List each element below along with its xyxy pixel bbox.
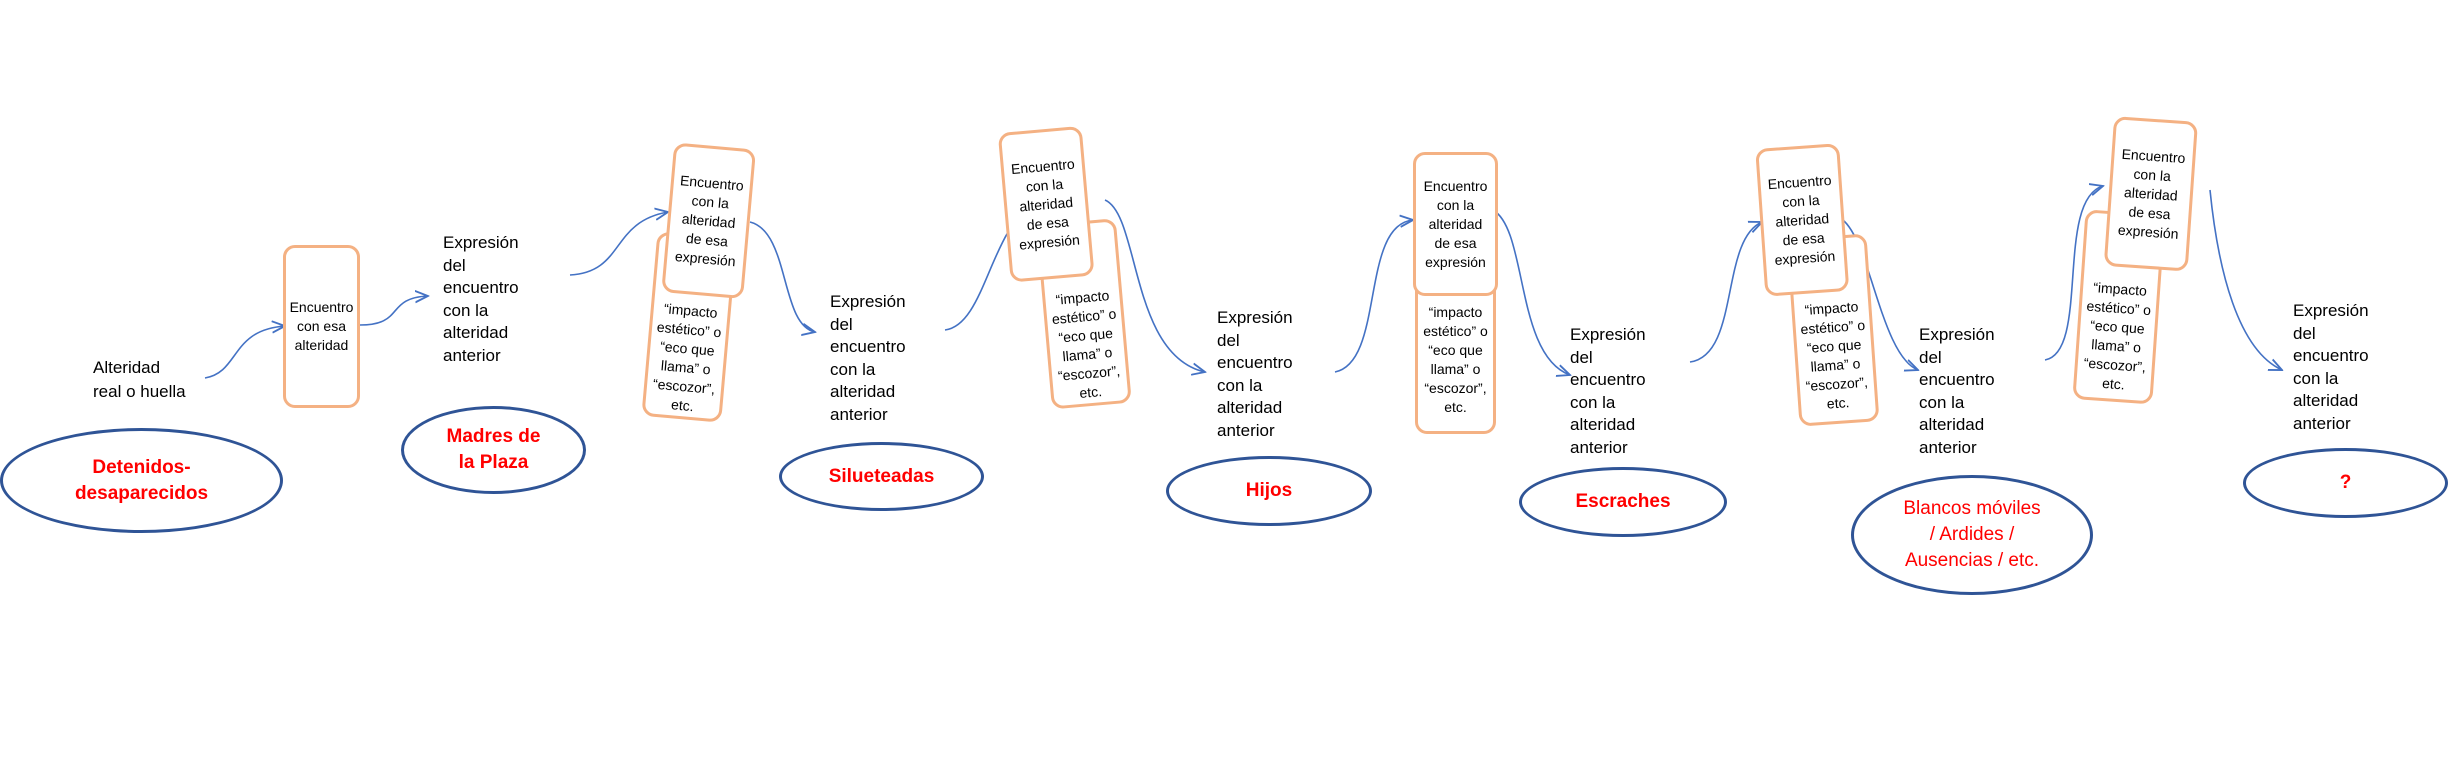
arrow-2 xyxy=(359,296,428,326)
arrow-6 xyxy=(1104,199,1205,372)
ellipse-blancos-moviles: Blancos móviles / Ardides / Ausencias / … xyxy=(1851,475,2093,595)
encounter-box-1: Encuentro con la alteridad de esa expres… xyxy=(661,142,757,300)
encounter-stack-3: “impacto estético” o “eco que llama” o “… xyxy=(1413,152,1498,435)
encounter-stack-4: “impacto estético” o “eco que llama” o “… xyxy=(1753,142,1883,434)
first-encounter-label: Encuentro con esa alteridad xyxy=(289,299,354,353)
ellipse-hijos: Hijos xyxy=(1166,456,1372,526)
arrow-9 xyxy=(1689,222,1762,363)
expression-label-4: Expresión del encuentro con la alteridad… xyxy=(1570,325,1646,457)
arrow-8 xyxy=(1492,209,1570,375)
encounter-label-2: Encuentro con la alteridad de esa expres… xyxy=(1010,155,1081,253)
ellipse-escraches: Escraches xyxy=(1519,467,1727,537)
impact-label-2: “impacto estético” o “eco que llama” o “… xyxy=(1051,287,1121,402)
encounter-box-4: Encuentro con la alteridad de esa expres… xyxy=(1755,143,1850,297)
arrow-12 xyxy=(2044,186,2103,361)
encounter-label-4: Encuentro con la alteridad de esa expres… xyxy=(1767,171,1836,268)
arrow-10 xyxy=(1839,217,1918,370)
encounter-box-3: Encuentro con la alteridad de esa expres… xyxy=(1413,152,1498,296)
ellipse-silueteadas: Silueteadas xyxy=(779,442,984,511)
encounter-box-5: Encuentro con la alteridad de esa expres… xyxy=(2103,116,2198,272)
ellipse-detenidos-desaparecidos: Detenidos- desaparecidos xyxy=(0,428,283,533)
start-label: Alteridad real o huella xyxy=(93,358,186,401)
arrow-4 xyxy=(749,221,815,332)
ellipse-madres-de-la-plaza: Madres de la Plaza xyxy=(401,406,586,494)
encounter-stack-5: “impacto estético” o “eco que llama” o “… xyxy=(2070,114,2202,411)
encounter-label-5: Encuentro con la alteridad de esa expres… xyxy=(2117,145,2186,242)
arrow-3 xyxy=(569,212,668,276)
expression-label-3: Expresión del encuentro con la alteridad… xyxy=(1217,308,1293,440)
expression-label-2: Expresión del encuentro con la alteridad… xyxy=(830,292,906,424)
arrow-13 xyxy=(2209,189,2282,370)
encounter-box-2: Encuentro con la alteridad de esa expres… xyxy=(997,125,1095,283)
expression-label-5: Expresión del encuentro con la alteridad… xyxy=(1919,325,1995,457)
arrow-7 xyxy=(1334,220,1413,373)
expression-label-1: Expresión del encuentro con la alteridad… xyxy=(443,233,519,365)
ellipse-question: ? xyxy=(2243,448,2448,518)
expression-label-6: Expresión del encuentro con la alteridad… xyxy=(2293,301,2369,433)
arrow-1 xyxy=(204,326,285,379)
impact-label-4: “impacto estético” o “eco que llama” o “… xyxy=(1800,298,1869,412)
impact-label-5: “impacto estético” o “eco que llama” o “… xyxy=(2083,279,2152,393)
first-encounter-box: Encuentro con esa alteridad xyxy=(283,245,360,408)
impact-label-1: “impacto estético” o “eco que llama” o “… xyxy=(652,300,722,415)
encounter-label-3: Encuentro con la alteridad de esa expres… xyxy=(1423,177,1488,270)
impact-label-3: “impacto estético” o “eco que llama” o “… xyxy=(1423,304,1488,415)
encounter-label-1: Encuentro con la alteridad de esa expres… xyxy=(674,171,745,269)
